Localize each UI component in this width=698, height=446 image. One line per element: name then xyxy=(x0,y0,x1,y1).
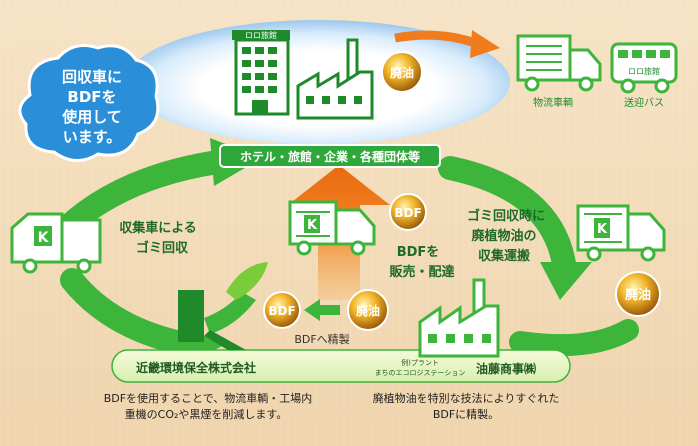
svg-text:K: K xyxy=(38,230,50,246)
company-right-small-2: まちのエコロジステーション xyxy=(375,369,466,377)
refine-arrow xyxy=(304,299,340,321)
refine-label: BDFへ精製 xyxy=(294,332,349,346)
company-k-logo xyxy=(178,262,268,350)
shuttle-label: 送迎バス xyxy=(624,96,664,109)
hub-banner xyxy=(219,144,441,168)
center-caption-2: 販売・配達 xyxy=(389,264,454,280)
collection-truck-left-icon xyxy=(10,212,102,274)
shuttle-bus-windows xyxy=(618,50,670,58)
company-right-name: 油藤商事㈱ xyxy=(476,361,536,376)
cycle-arrow-bottom-left xyxy=(60,268,202,357)
cycle-arrow-right-head xyxy=(540,262,592,300)
bdf-badge-center xyxy=(389,193,427,231)
hotel-building-icon xyxy=(232,30,290,116)
factory-icon xyxy=(296,38,374,120)
center-caption-1: BDFを xyxy=(397,245,440,260)
waste-oil-badge-right xyxy=(615,271,661,317)
company-right-desc-1: 廃植物油を特別な技法によりすぐれた xyxy=(373,391,560,405)
callout-line-1: 回収車に xyxy=(62,68,122,86)
callout-cloud xyxy=(18,44,160,162)
left-truck-caption-1: 収集車による xyxy=(119,220,197,236)
logistics-label: 物流車輌 xyxy=(533,96,573,109)
right-caption-1: ゴミ回収時に xyxy=(467,208,545,224)
left-truck-caption-2: ゴミ回収 xyxy=(136,240,189,256)
company-left-desc-1: BDFを使用することで、物流車輌・工場内 xyxy=(104,391,313,405)
company-right-small-1: 例)プラント xyxy=(401,358,439,367)
hotel-sign: ロロ旅館 xyxy=(245,30,277,40)
svg-text:K: K xyxy=(307,218,318,233)
collection-truck-right-stripes xyxy=(584,213,622,243)
svg-text:K: K xyxy=(597,222,608,237)
bdf-truck-stripes xyxy=(296,211,330,237)
hub-banner-text: ホテル・旅館・企業・各種団体等 xyxy=(240,149,420,164)
orange-arrow-top-head xyxy=(470,30,500,58)
company-right-desc-2: BDFに精製。 xyxy=(433,407,499,421)
waste-oil-badge-refine xyxy=(347,289,389,331)
waste-oil-badge-refine-label: 廃油 xyxy=(356,303,380,318)
right-caption-2: 廃植物油の xyxy=(470,228,536,244)
bdf-badge-refine-label: BDF xyxy=(268,304,295,318)
refinery-factory-windows xyxy=(428,334,491,343)
waste-oil-badge-top-label: 廃油 xyxy=(390,65,414,80)
callout-line-3: 使用して xyxy=(61,108,122,126)
cycle-arrow-bottom-right xyxy=(509,319,639,357)
callout-line-4: います。 xyxy=(63,128,122,146)
logistics-truck-stripes xyxy=(526,45,562,71)
bdf-truck-logo: K xyxy=(304,215,320,233)
factory-windows xyxy=(306,96,362,104)
company-platform xyxy=(111,349,571,383)
waste-oil-badge-right-label: 廃油 xyxy=(624,287,651,303)
right-caption-3: 収集運搬 xyxy=(478,248,530,264)
waste-oil-badge-top xyxy=(381,51,423,93)
cycle-arrow-right xyxy=(438,156,577,282)
logistics-truck-icon xyxy=(516,34,602,92)
collection-truck-left-logo: K xyxy=(34,226,52,246)
collection-truck-right-logo: K xyxy=(594,218,610,238)
callout-line-2: BDFを xyxy=(67,88,116,106)
company-left-desc-2: 重機のCO₂や黒煙を削減します。 xyxy=(125,407,288,421)
bdf-badge-center-label: BDF xyxy=(394,206,421,220)
shuttle-bus-sign: ロロ旅館 xyxy=(628,66,660,76)
bdf-badge-refine xyxy=(263,291,301,329)
company-left-name: 近畿環境保全株式会社 xyxy=(136,360,256,375)
orange-arrow-top xyxy=(394,30,480,49)
refinery-factory-icon xyxy=(418,278,500,358)
